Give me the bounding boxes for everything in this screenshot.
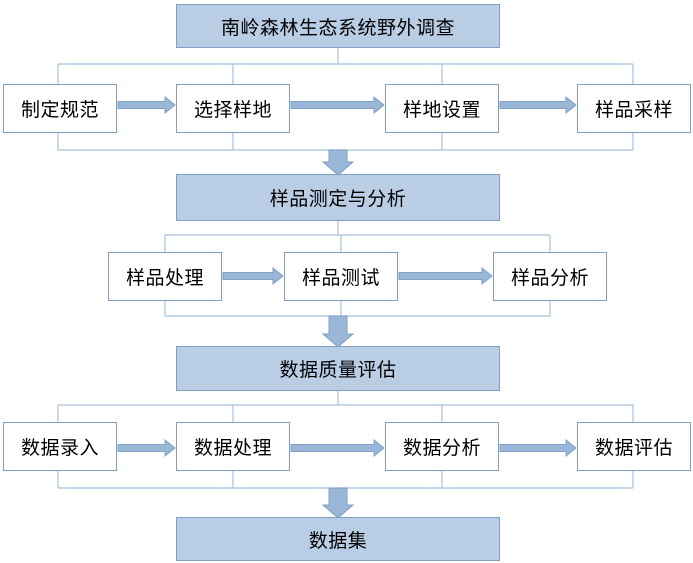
row3-bracket: [57, 391, 634, 489]
arrow-r3-2: [290, 438, 385, 458]
step-data-analysis: 数据分析: [385, 422, 499, 471]
step-data-evaluation: 数据评估: [577, 422, 691, 471]
arrow-down-3: [321, 487, 355, 519]
arrow-down-2: [321, 315, 355, 348]
arrow-down-1: [321, 149, 355, 176]
arrow-r2-2: [398, 266, 493, 286]
step-sample-data-analysis: 样品分析: [493, 252, 607, 301]
step-select-plots: 选择样地: [176, 84, 290, 133]
row2-bracket: [164, 221, 551, 317]
stage-data-quality: 数据质量评估: [176, 346, 500, 391]
step-sample-collection: 样品采样: [577, 84, 691, 133]
step-sample-testing: 样品测试: [284, 252, 398, 301]
stage-field-survey: 南岭森林生态系统野外调查: [176, 4, 500, 48]
step-plot-setup: 样地设置: [385, 84, 499, 133]
arrow-r1-3: [499, 95, 577, 115]
step-sample-processing: 样品处理: [108, 252, 222, 301]
stage-dataset: 数据集: [176, 517, 500, 561]
arrow-r3-3: [499, 438, 577, 458]
stage-sample-analysis: 样品测定与分析: [176, 174, 500, 221]
step-data-entry: 数据录入: [3, 422, 117, 471]
arrow-r3-1: [117, 438, 176, 458]
step-data-processing: 数据处理: [176, 422, 290, 471]
arrow-r2-1: [222, 266, 284, 286]
row1-bracket: [57, 48, 634, 151]
arrow-r1-1: [117, 95, 176, 115]
step-formulate-standards: 制定规范: [3, 84, 117, 133]
arrow-r1-2: [290, 95, 385, 115]
